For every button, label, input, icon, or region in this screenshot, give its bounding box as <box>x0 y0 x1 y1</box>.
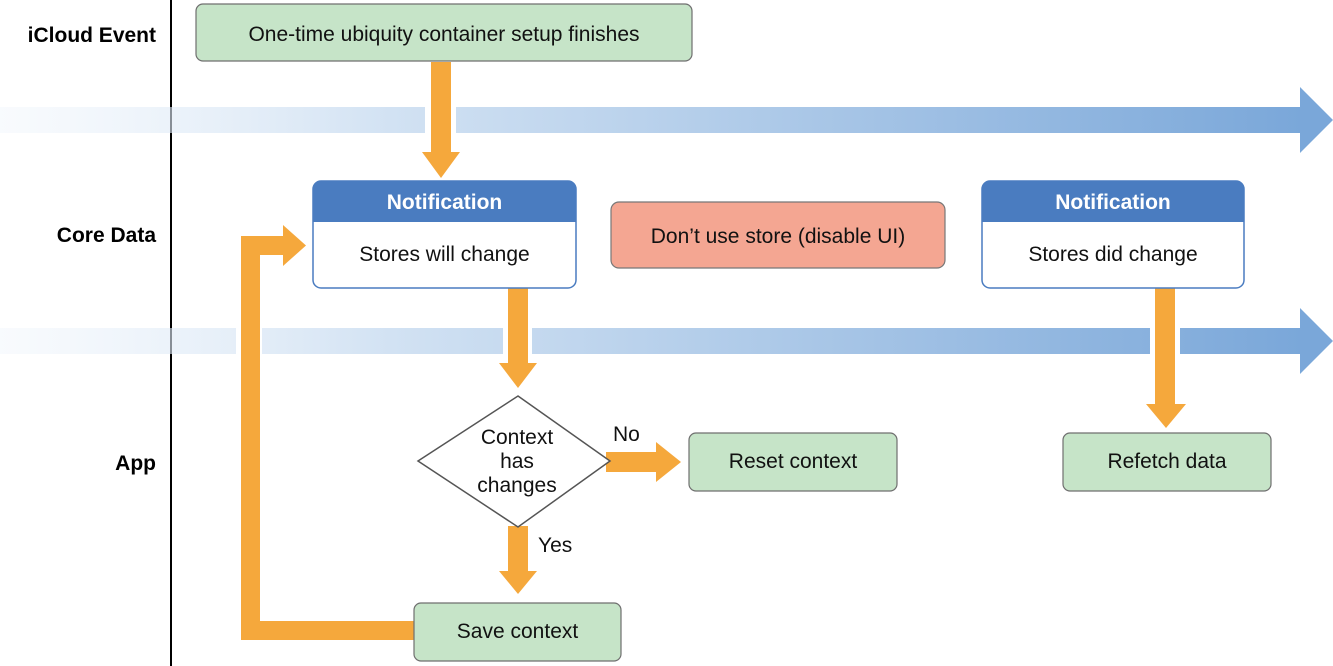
arrow-decision-to-reset-no <box>606 442 681 482</box>
svg-text:Save context: Save context <box>457 620 579 643</box>
arrow-decision-to-save-yes <box>499 526 537 594</box>
svg-text:has: has <box>500 450 534 473</box>
timeline-arrow-top <box>0 87 1333 153</box>
arrow-did-change-to-refetch <box>1146 288 1186 428</box>
lane-label-core-data: Core Data <box>57 224 157 247</box>
node-save-context: Save context <box>413 602 622 662</box>
arrow-will-change-to-decision <box>499 288 537 388</box>
node-context-has-changes-decision: Context has changes <box>416 395 612 528</box>
node-refetch-data: Refetch data <box>1062 432 1272 492</box>
node-dont-use-store: Don’t use store (disable UI) <box>610 201 946 269</box>
notification-body-did-change: Stores did change <box>1028 243 1197 266</box>
lane-label-icloud-event: iCloud Event <box>28 24 156 47</box>
timeline-arrow-bottom <box>0 308 1333 374</box>
svg-text:Reset context: Reset context <box>729 450 858 473</box>
node-stores-did-change-notification: Notification Stores did change <box>981 180 1245 289</box>
notification-body-will-change: Stores will change <box>359 243 529 266</box>
arrow-save-to-will-change-loop <box>236 225 415 640</box>
lane-label-app: App <box>115 452 156 475</box>
svg-text:changes: changes <box>477 474 556 497</box>
node-reset-context: Reset context <box>688 432 898 492</box>
node-stores-will-change-notification: Notification Stores will change <box>312 180 577 289</box>
svg-text:Refetch data: Refetch data <box>1107 450 1226 473</box>
notification-header-will-change: Notification <box>387 191 503 214</box>
svg-text:Context: Context <box>481 426 554 449</box>
node-ubiquity-setup: One-time ubiquity container setup finish… <box>195 3 693 62</box>
notification-header-did-change: Notification <box>1055 191 1171 214</box>
svg-text:Don’t use store (disable UI): Don’t use store (disable UI) <box>651 225 905 248</box>
edge-label-no: No <box>613 423 640 446</box>
svg-text:One-time ubiquity container se: One-time ubiquity container setup finish… <box>248 23 639 46</box>
arrow-setup-to-will-change <box>422 62 460 178</box>
edge-label-yes: Yes <box>538 534 572 557</box>
